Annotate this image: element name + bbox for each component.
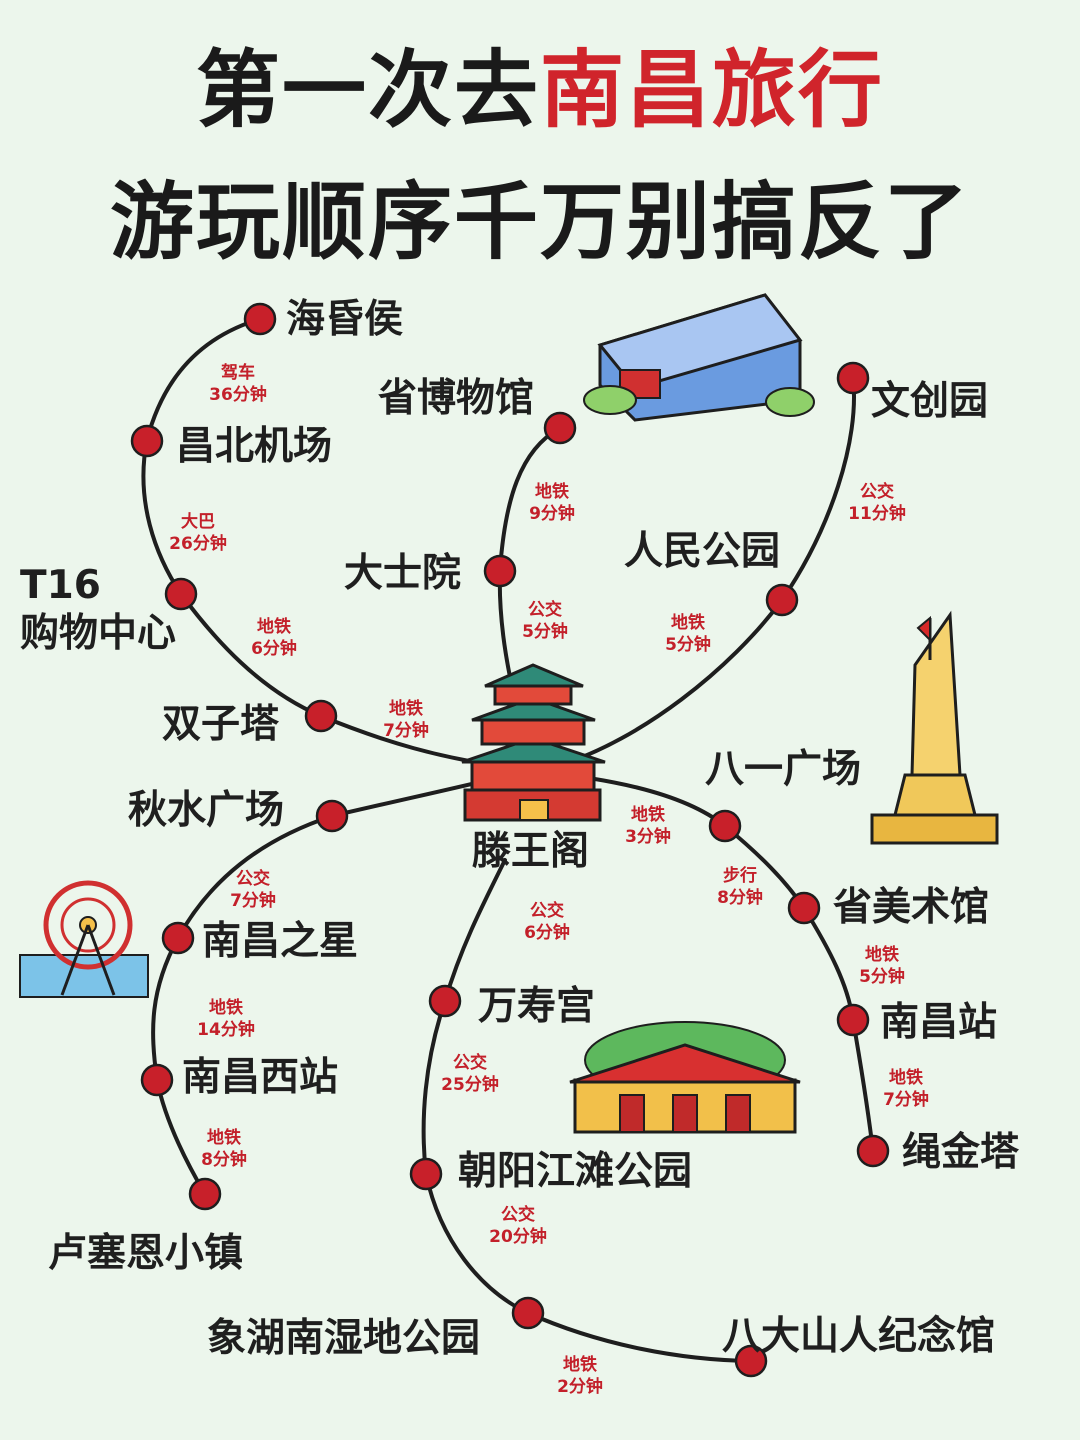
stop-haihunhou[interactable] — [243, 302, 277, 336]
stop-bayiguangchang[interactable] — [708, 809, 742, 843]
label-dashiyuan: 大士院 — [344, 551, 462, 596]
label-chaoyang: 朝阳江滩公园 — [458, 1149, 693, 1194]
label-lusaien: 卢塞恩小镇 — [48, 1231, 244, 1276]
stop-changbei[interactable] — [130, 424, 164, 458]
label-nanchangzhan: 南昌站 — [880, 1000, 998, 1045]
title-prefix: 第一次去 — [195, 41, 540, 139]
label-badashanren: 八大山人纪念馆 — [722, 1314, 996, 1359]
title-highlight: 南昌旅行 — [540, 41, 885, 139]
label-nanchangxizhan: 南昌西站 — [182, 1055, 339, 1100]
stops — [130, 302, 890, 1378]
label-shuangzita: 双子塔 — [162, 702, 280, 747]
label-changbei: 昌北机场 — [176, 424, 333, 469]
stop-lusaien[interactable] — [188, 1177, 222, 1211]
stop-shuangzita[interactable] — [304, 699, 338, 733]
label-shengmeishuguan: 省美术馆 — [833, 885, 990, 930]
ferris-wheel-icon — [19, 880, 149, 998]
stop-nanchangzhixing[interactable] — [161, 921, 195, 955]
label-bayiguangchang: 八一广场 — [705, 747, 862, 792]
label-renmingongyuan: 人民公园 — [624, 529, 781, 574]
route-line-southwest — [151, 768, 532, 1196]
stop-qiushuiguangchang[interactable] — [315, 799, 349, 833]
label-nanchangzhixing: 南昌之星 — [202, 919, 359, 964]
stop-t16[interactable] — [164, 577, 198, 611]
label-t16: T16 购物中心 — [20, 563, 177, 656]
stop-shengbowuguan[interactable] — [543, 411, 577, 445]
wanshou-temple-icon — [569, 1021, 801, 1134]
label-shengjinta: 绳金塔 — [902, 1130, 1020, 1175]
stop-wanshougong[interactable] — [428, 984, 462, 1018]
stop-nanchangzhan[interactable] — [836, 1003, 870, 1037]
label-qiushuiguangchang: 秋水广场 — [128, 788, 285, 833]
label-wanshougong: 万寿宫 — [478, 984, 596, 1029]
stop-nanchangxizhan[interactable] — [140, 1063, 174, 1097]
stop-badashanren[interactable] — [734, 1344, 768, 1378]
stop-shengjinta[interactable] — [856, 1134, 890, 1168]
tengwang-pavilion-icon — [461, 663, 606, 822]
title-line-2: 游玩顺序千万别搞反了 — [109, 173, 970, 271]
title-line-1: 第一次去南昌旅行 — [0, 48, 1080, 132]
label-haihunhou: 海昏侯 — [286, 297, 404, 342]
bayi-monument-icon — [870, 610, 999, 845]
stop-dashiyuan[interactable] — [483, 554, 517, 588]
stop-chaoyang[interactable] — [409, 1157, 443, 1191]
museum-building-icon — [583, 293, 815, 422]
stop-shengmeishuguan[interactable] — [787, 891, 821, 925]
label-xianghu: 象湖南湿地公园 — [207, 1316, 481, 1361]
label-wenchuangyuan: 文创园 — [871, 379, 989, 424]
stop-wenchuangyuan[interactable] — [836, 361, 870, 395]
stop-xianghu[interactable] — [511, 1296, 545, 1330]
label-shengbowuguan: 省博物馆 — [378, 376, 535, 421]
stop-renmingongyuan[interactable] — [765, 583, 799, 617]
label-hub: 滕王阁 — [472, 829, 590, 874]
